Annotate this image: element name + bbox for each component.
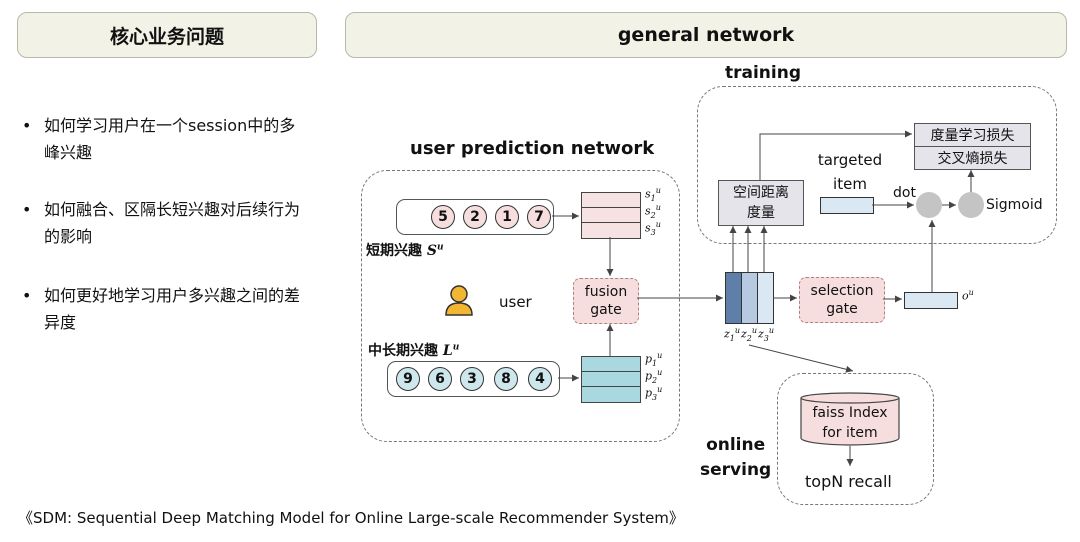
- paper-citation: 《SDM: Sequential Deep Matching Model for…: [18, 509, 684, 527]
- item-circle: 7: [527, 205, 551, 229]
- s1-label: s1u: [645, 186, 661, 203]
- bullet-item-2: • 如何融合、区隔长短兴趣对后续行为的影响: [22, 196, 309, 250]
- long-term-symbol-sup: u: [452, 342, 460, 353]
- metric-learning-loss-box: 度量学习损失: [914, 123, 1031, 147]
- targeted-item-label: targeted item: [817, 151, 883, 193]
- sigmoid-node: [958, 192, 984, 218]
- online-serving-label: online serving: [700, 435, 772, 480]
- targeted-item-vector: [820, 197, 874, 214]
- training-label: training: [725, 63, 802, 83]
- faiss-index-cylinder: [800, 392, 900, 446]
- ou-label: ou: [962, 288, 974, 303]
- s2-label: s2u: [645, 203, 661, 220]
- long-term-label: 中长期兴趣 Lu: [368, 340, 459, 360]
- p3-label: p3u: [645, 385, 663, 402]
- bullet-item-1: • 如何学习用户在一个session中的多峰兴趣: [22, 112, 309, 166]
- distance-metric-box: 空间距离 度量: [718, 180, 804, 226]
- dot-label: dot: [893, 185, 916, 201]
- sigmoid-label: Sigmoid: [986, 197, 1043, 213]
- z1-vector: [725, 272, 742, 324]
- short-term-symbol: S: [426, 243, 437, 259]
- bullet-marker: •: [22, 116, 32, 135]
- short-term-sequence: 5 2 1 7: [396, 199, 554, 235]
- item-circle: 9: [396, 367, 420, 391]
- bullet-marker: •: [22, 200, 32, 219]
- z1-label: z1u: [724, 326, 741, 343]
- selection-gate: selection gate: [799, 277, 885, 323]
- right-header: general network: [345, 12, 1067, 58]
- s3-label: s3u: [645, 220, 661, 237]
- bullet-marker: •: [22, 286, 32, 305]
- short-term-label: 短期兴趣 Su: [366, 240, 444, 260]
- p1-label: p1u: [645, 351, 663, 368]
- bullet-text: 如何融合、区隔长短兴趣对后续行为的影响: [44, 200, 301, 246]
- p2-label: p2u: [645, 368, 663, 385]
- left-header: 核心业务问题: [17, 12, 317, 58]
- bullet-item-3: • 如何更好地学习用户多兴趣之间的差异度: [22, 282, 309, 336]
- item-circle: 8: [494, 367, 518, 391]
- topn-recall-label: topN recall: [805, 472, 892, 491]
- faiss-index-label: faiss Index for item: [812, 405, 888, 441]
- item-circle: 6: [428, 367, 452, 391]
- fusion-gate: fusion gate: [573, 278, 639, 324]
- training-region: [697, 86, 1057, 244]
- right-header-title: general network: [617, 24, 795, 46]
- user-output-vector: [904, 292, 958, 309]
- long-term-sequence: 9 6 3 8 4: [387, 361, 560, 397]
- z3-label: z3u: [758, 326, 775, 343]
- z2-vector: [741, 272, 758, 324]
- long-term-label-text: 中长期兴趣: [368, 343, 438, 359]
- long-term-vector-3: [581, 386, 641, 403]
- z3-vector: [757, 272, 774, 324]
- dot-node: [916, 192, 942, 218]
- short-term-label-text: 短期兴趣: [366, 243, 422, 259]
- item-circle: 2: [463, 205, 487, 229]
- left-header-title: 核心业务问题: [109, 25, 224, 48]
- online-serving-region: [777, 373, 934, 505]
- bullet-text: 如何更好地学习用户多兴趣之间的差异度: [44, 286, 301, 332]
- item-circle: 5: [431, 205, 455, 229]
- cross-entropy-loss-box: 交叉熵损失: [914, 146, 1031, 170]
- item-circle: 3: [460, 367, 484, 391]
- item-circle: 1: [495, 205, 519, 229]
- item-circle: 4: [528, 367, 552, 391]
- long-term-symbol: L: [442, 343, 453, 359]
- user-icon: [444, 283, 474, 317]
- user-label: user: [499, 293, 532, 311]
- user-prediction-label: user prediction network: [410, 138, 655, 159]
- user-prediction-region: [361, 170, 680, 442]
- short-term-symbol-sup: u: [437, 242, 444, 253]
- bullet-text: 如何学习用户在一个session中的多峰兴趣: [44, 116, 296, 162]
- short-term-vector-3: [581, 222, 641, 239]
- z2-label: z2u: [741, 326, 758, 343]
